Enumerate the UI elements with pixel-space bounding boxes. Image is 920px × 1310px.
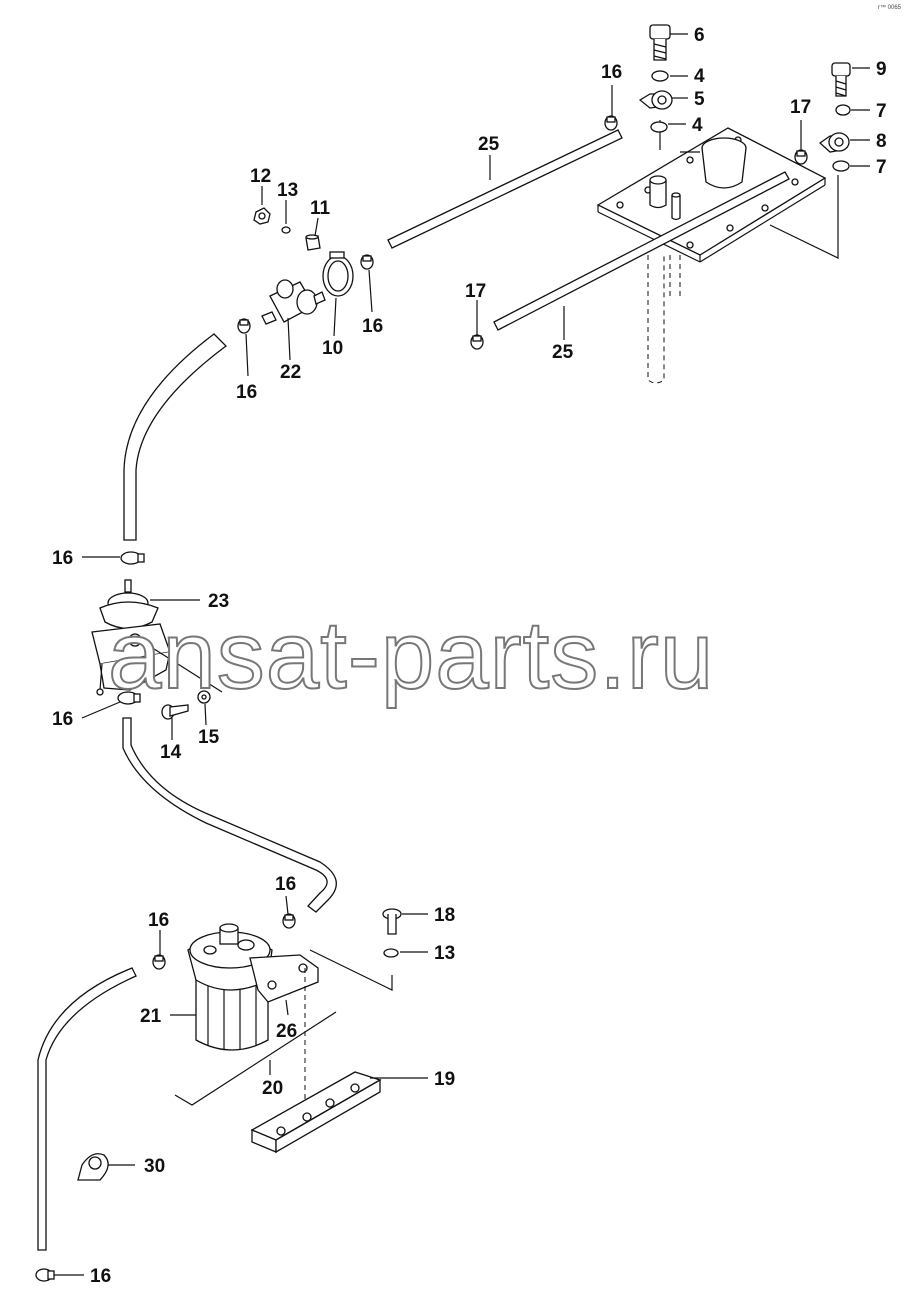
callout-23: 23	[208, 591, 229, 612]
callout-4: 4	[692, 115, 703, 136]
leader-bolt	[309, 949, 393, 991]
callout-labels: 6 4 5 4 9 7 8 7 16 17 25 25 17 12 13 11 …	[52, 25, 887, 1287]
bolt-18	[382, 908, 402, 935]
washer-13a	[281, 226, 291, 234]
callout-17: 17	[465, 281, 486, 302]
hose-clip-30	[77, 1153, 109, 1181]
sealing-washer-7a	[835, 104, 851, 116]
callout-14: 14	[160, 742, 182, 763]
callout-16: 16	[601, 62, 622, 83]
callout-21: 21	[140, 1006, 162, 1027]
washer-13b	[383, 948, 399, 958]
leader-7	[769, 175, 839, 259]
fuel-hose-lower	[37, 967, 137, 1251]
hose-clamp-16g	[152, 954, 166, 970]
fuel-filter-22	[261, 279, 326, 325]
callout-13: 13	[434, 943, 455, 964]
tank-mounting-plate	[596, 120, 827, 384]
callout-11: 11	[310, 198, 331, 219]
washer-15	[197, 690, 211, 704]
callout-19: 19	[434, 1069, 455, 1090]
callout-16: 16	[90, 1266, 111, 1287]
callout-16: 16	[52, 548, 73, 569]
callout-30: 30	[144, 1156, 165, 1177]
leader-lines	[54, 33, 870, 1276]
callout-9: 9	[876, 59, 887, 80]
callout-5: 5	[694, 89, 705, 110]
sealing-washer-4a	[651, 70, 669, 82]
hose-clamp-17b	[470, 334, 484, 350]
callout-4: 4	[694, 66, 705, 87]
bolt-14	[161, 704, 189, 720]
callout-16: 16	[275, 874, 296, 895]
hose-clamp-16e	[117, 691, 141, 705]
callout-16: 16	[148, 910, 169, 931]
callout-20: 20	[262, 1078, 283, 1099]
callout-16: 16	[362, 316, 383, 337]
leader-20	[174, 1011, 337, 1106]
fuel-hose-upper	[123, 333, 227, 541]
bracket-clamp-10	[322, 251, 354, 297]
callout-12: 12	[250, 166, 271, 187]
fuel-hose-middle	[122, 717, 337, 913]
callout-7: 7	[876, 101, 887, 122]
sleeve-11	[305, 234, 321, 251]
banjo-fitting-8	[818, 132, 850, 153]
watermark: ansat-parts.ru	[108, 602, 714, 709]
fuel-pump-23	[91, 579, 223, 696]
banjo-fitting-5	[638, 90, 673, 110]
callout-8: 8	[876, 131, 887, 152]
hose-clamp-16d	[120, 551, 145, 565]
callout-26: 26	[276, 1021, 297, 1042]
callout-16: 16	[236, 382, 257, 403]
mounting-strip-19	[250, 1071, 382, 1154]
nut-12	[253, 207, 271, 225]
callout-15: 15	[198, 727, 220, 748]
hose-clamp-16f	[282, 913, 296, 929]
corner-mark: r™ 0065	[878, 4, 902, 11]
callout-25: 25	[552, 342, 574, 363]
callout-13: 13	[277, 180, 298, 201]
sealing-washer-7b	[832, 160, 850, 172]
callout-6: 6	[694, 25, 705, 46]
banjo-bolt-9	[831, 62, 851, 97]
callout-22: 22	[280, 362, 301, 383]
callout-16: 16	[52, 709, 73, 730]
callout-25: 25	[478, 134, 500, 155]
hose-clamp-16h	[35, 1268, 55, 1282]
sealing-washer-4b	[650, 121, 668, 133]
hose-clamp-16a	[604, 115, 618, 131]
callout-7: 7	[876, 157, 887, 178]
fuel-line-25b	[493, 171, 790, 331]
callout-18: 18	[434, 905, 455, 926]
hose-clamp-16b	[360, 254, 374, 270]
fuel-line-25a	[387, 129, 623, 249]
callout-10: 10	[322, 338, 343, 359]
hose-clamp-16c	[237, 318, 251, 334]
banjo-bolt-6	[649, 24, 671, 61]
hose-clamp-17a	[794, 149, 808, 165]
callout-17: 17	[790, 97, 811, 118]
